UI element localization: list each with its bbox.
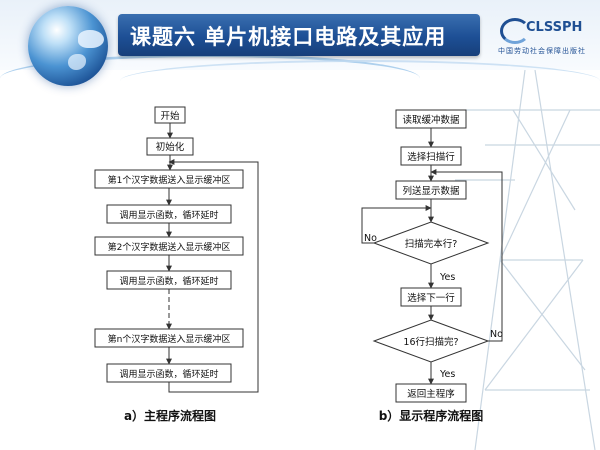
logo-text: CLSSPH <box>526 20 583 35</box>
title-bar: 课题六 单片机接口电路及其应用 <box>118 14 480 56</box>
label-no-row: No <box>364 233 377 244</box>
text-return: 返回主程序 <box>407 388 455 400</box>
decorative-arc <box>120 60 600 102</box>
slide-title: 课题六 单片机接口电路及其应用 <box>130 25 447 49</box>
globe-continent <box>68 54 86 70</box>
logo-subtitle: 中国劳动社会保障出版社 <box>498 47 586 55</box>
flowchart-main: 开始 初始化 第1个汉字数据送入显示缓冲区 调用显示函数，循环延时 第2个汉字数… <box>94 106 259 423</box>
text-call2: 调用显示函数，循环延时 <box>119 275 218 287</box>
flowchart-display: 读取缓冲数据 选择扫描行 列送显示数据 扫描完本行? 选择下一行 16行扫描完?… <box>361 109 503 423</box>
label-yes-row: Yes <box>439 272 455 283</box>
loop-arrow-no-16 <box>430 169 503 342</box>
text-step1: 第1个汉字数据送入显示缓冲区 <box>108 174 231 186</box>
text-row-done: 扫描完本行? <box>405 238 458 250</box>
caption-b: b）显示程序流程图 <box>379 408 484 423</box>
text-step2: 第2个汉字数据送入显示缓冲区 <box>108 241 231 253</box>
text-select-next: 选择下一行 <box>407 292 455 304</box>
publisher-logo: CLSSPH 中国劳动社会保障出版社 <box>496 18 596 64</box>
text-select-row: 选择扫描行 <box>407 151 455 163</box>
label-yes-16: Yes <box>439 369 455 380</box>
loop-arrow <box>168 159 259 393</box>
text-stepn: 第n个汉字数据送入显示缓冲区 <box>108 333 231 345</box>
globe-icon <box>28 6 108 86</box>
text-start: 开始 <box>160 110 180 122</box>
text-16-done: 16行扫描完? <box>403 336 458 348</box>
logo-swirl-icon <box>500 18 530 44</box>
text-calln: 调用显示函数，循环延时 <box>119 368 218 380</box>
label-no-16: No <box>490 329 503 340</box>
text-send-col: 列送显示数据 <box>402 185 460 197</box>
text-init: 初始化 <box>156 141 185 153</box>
text-read: 读取缓冲数据 <box>402 114 460 126</box>
globe-continent <box>78 30 104 48</box>
text-call1: 调用显示函数，循环延时 <box>119 209 218 221</box>
loop-arrow-no-row <box>361 205 432 244</box>
caption-a: a）主程序流程图 <box>124 408 216 423</box>
